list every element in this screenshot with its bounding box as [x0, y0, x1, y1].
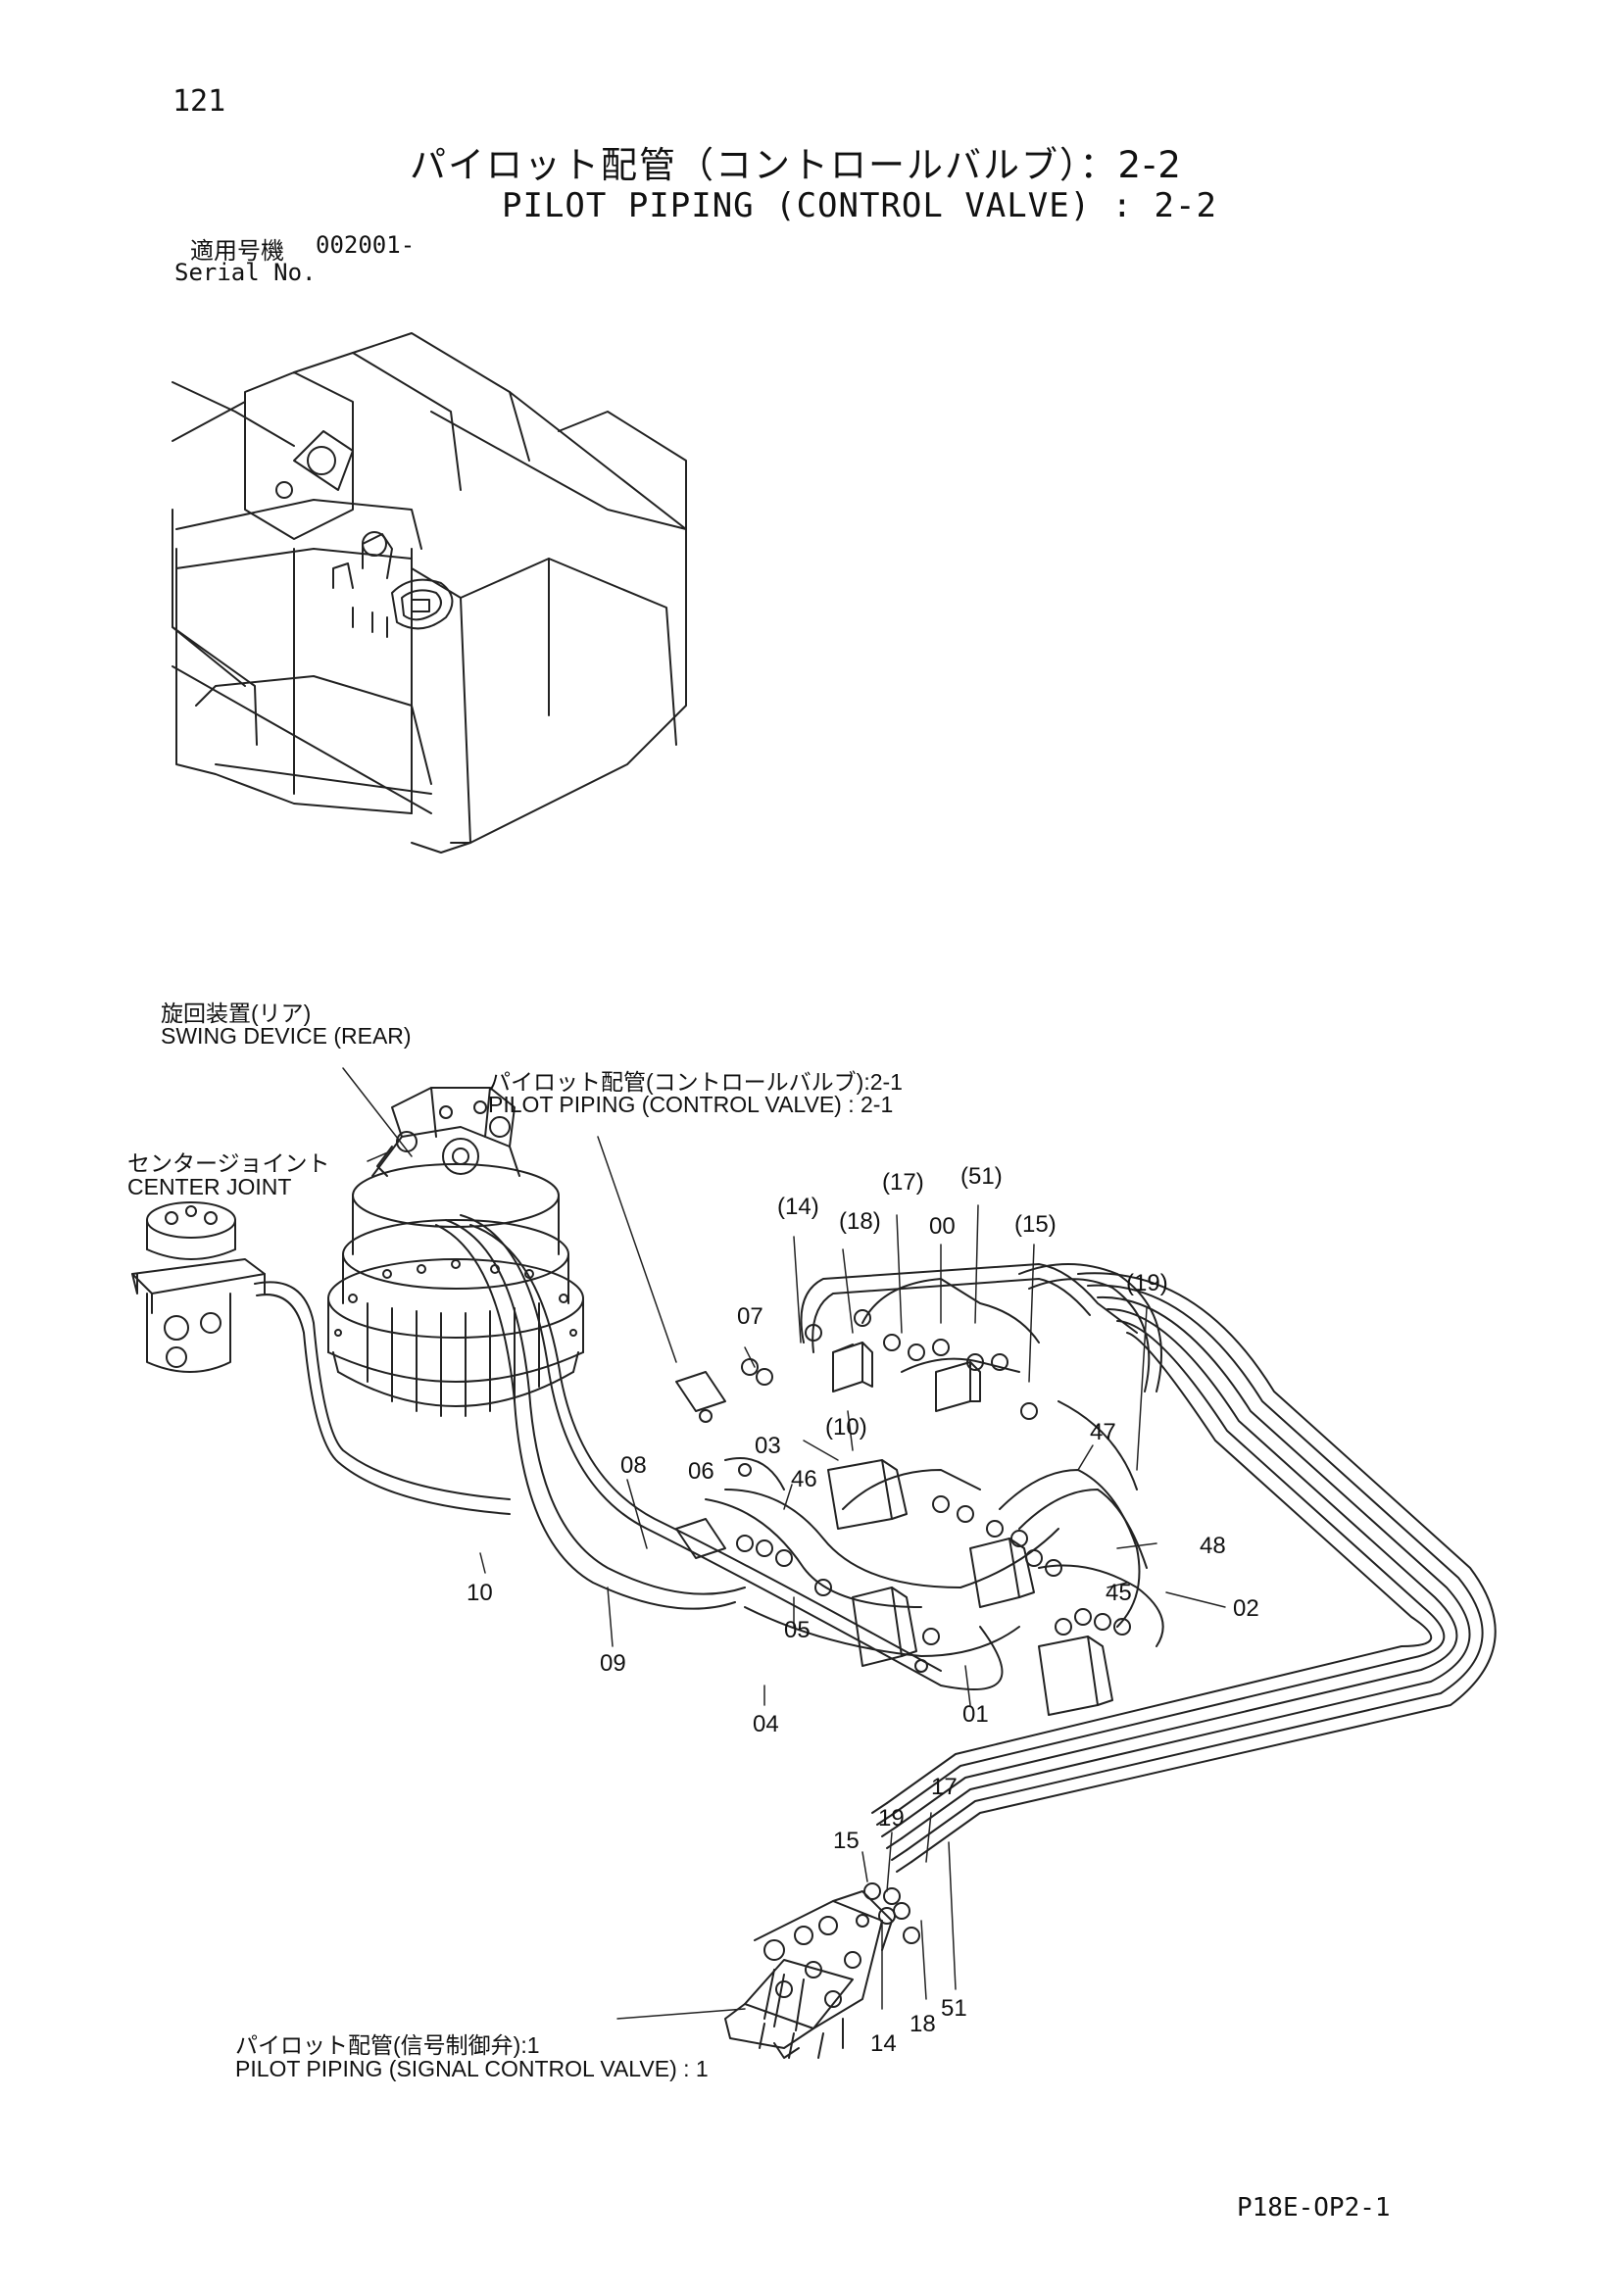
part-number: 15 [833, 1828, 860, 1854]
part-number: 09 [600, 1650, 626, 1677]
part-number: 03 [755, 1433, 781, 1459]
part-number: 17 [931, 1774, 958, 1800]
serial-value: 002001- [316, 231, 416, 259]
pilot-cv21-label-en: PILOT PIPING (CONTROL VALVE) : 2-1 [488, 1092, 894, 1117]
center-joint-illustration [131, 1201, 266, 1373]
part-number: 01 [962, 1701, 989, 1728]
part-number: 19 [878, 1805, 905, 1832]
signal-control-valve-illustration [724, 1882, 920, 2059]
hose-bundles [254, 1214, 1497, 1873]
part-number: 47 [1090, 1419, 1116, 1445]
valve-blocks [675, 1309, 1131, 1716]
leader-lines [342, 1067, 1226, 2020]
part-number: 51 [941, 1995, 967, 2022]
part-number: 46 [791, 1466, 817, 1492]
center-joint-label-en: CENTER JOINT [127, 1174, 292, 1199]
part-number: 07 [737, 1303, 763, 1330]
part-number: (17) [882, 1169, 924, 1196]
part-number: (51) [960, 1163, 1003, 1190]
swing-device-illustration [327, 1087, 584, 1417]
page-number: 121 [172, 84, 226, 119]
part-number: 48 [1200, 1533, 1226, 1559]
serial-label-jp: 適用号機 [190, 237, 284, 265]
part-number: 02 [1233, 1595, 1259, 1622]
drawing-code: P18E-OP2-1 [1237, 2193, 1391, 2223]
swing-device-label-jp: 旋回装置(リア) [161, 1001, 312, 1026]
part-number: 14 [870, 2030, 897, 2057]
part-number: 10 [467, 1580, 493, 1606]
part-number: 18 [910, 2011, 936, 2037]
page-title-en: PILOT PIPING (CONTROL VALVE) : 2-2 [502, 186, 1217, 225]
pilot-cv21-label-jp: パイロット配管(コントロールバルブ):2-1 [488, 1069, 903, 1095]
part-number: 08 [620, 1452, 647, 1479]
center-joint-label-jp: センタージョイント [127, 1150, 330, 1176]
part-number: (15) [1014, 1211, 1057, 1238]
part-number: (10) [825, 1414, 867, 1441]
part-number: (18) [839, 1208, 881, 1235]
part-number: 45 [1106, 1580, 1132, 1606]
part-number: (19) [1126, 1270, 1168, 1296]
part-number: 06 [688, 1458, 714, 1485]
pilot-signal-label-jp: パイロット配管(信号制御弁):1 [235, 2032, 540, 2058]
page-title-jp: パイロット配管（コントロールバルブ）：2-2 [410, 144, 1183, 186]
swing-device-label-en: SWING DEVICE (REAR) [161, 1023, 412, 1049]
part-number: (14) [777, 1194, 819, 1220]
pilot-signal-label-en: PILOT PIPING (SIGNAL CONTROL VALVE) : 1 [235, 2056, 709, 2081]
part-number: 05 [784, 1617, 811, 1643]
part-number: 00 [929, 1213, 956, 1240]
machine-overview-illustration [172, 332, 687, 854]
part-number: 04 [753, 1711, 779, 1737]
serial-label-en: Serial No. [174, 259, 317, 286]
